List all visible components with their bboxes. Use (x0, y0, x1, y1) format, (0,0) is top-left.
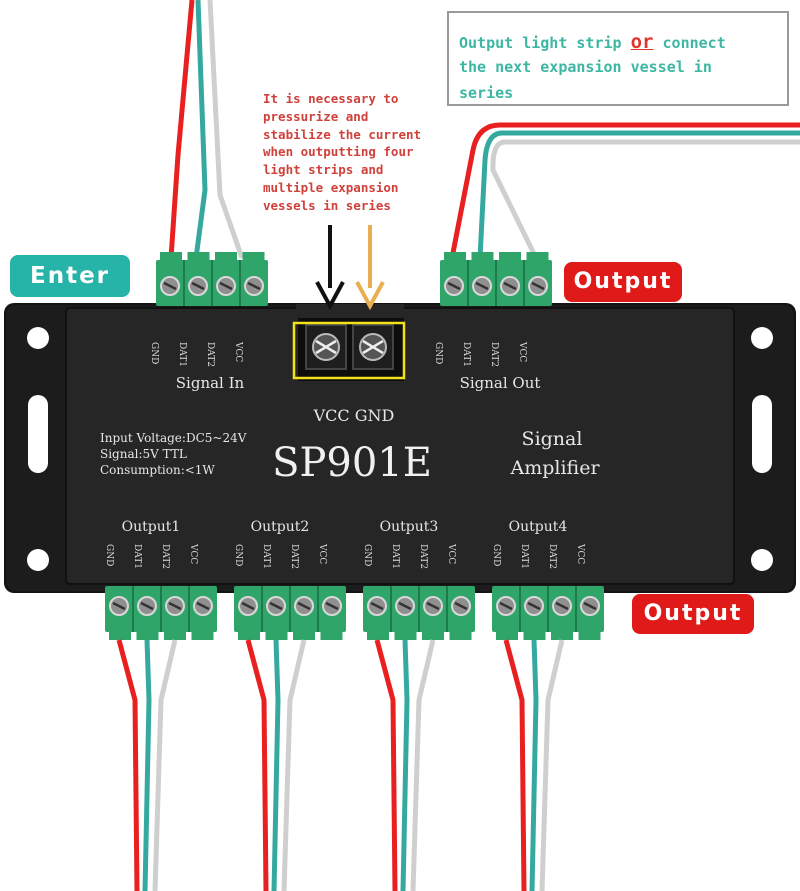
output-wires-1 (116, 639, 178, 891)
output-label-1: Output1 (122, 519, 181, 535)
spec-voltage: Input Voltage:DC5~24V (100, 431, 247, 445)
output-badge-bottom: Output (632, 594, 754, 634)
warning-line: multiple expansion (263, 179, 399, 195)
output-badge-top: Output (564, 262, 682, 302)
output-terminal-2 (234, 586, 346, 640)
signal-in-label: Signal In (176, 374, 245, 392)
pin-label-gnd: GND (149, 342, 159, 364)
device-name-line1: Signal (522, 428, 583, 450)
mount-hole-bottom-right (751, 549, 773, 571)
callout-text-a: Output light strip (459, 34, 631, 52)
signal-in-wires (168, 0, 245, 259)
spec-signal: Signal:5V TTL (100, 447, 187, 461)
pin-label-dat1: DAT1 (461, 342, 471, 367)
pin-label-vcc: VCC (446, 543, 456, 564)
pin-label-dat2: DAT2 (160, 544, 170, 569)
mount-slot-left (28, 395, 48, 473)
signal-out-wires (449, 122, 800, 260)
callout-line-3: series (459, 84, 514, 102)
warning-line: vessels in series (263, 197, 391, 213)
callout-line-1: Output light strip or connect (459, 31, 726, 53)
warning-note: It is necessary to pressurize and stabil… (263, 90, 463, 215)
callout-line-2: the next expansion vessel in (459, 58, 712, 76)
pin-label-dat1: DAT1 (132, 544, 142, 569)
output-terminal-3 (363, 586, 475, 640)
callout-box: Output light strip or connect the next e… (447, 11, 789, 106)
warning-line: It is necessary to (263, 91, 399, 106)
pin-label-gnd: GND (104, 544, 114, 566)
mount-hole-top-left (27, 327, 49, 349)
pin-label-gnd: GND (433, 342, 443, 364)
black-arrow (315, 225, 345, 311)
pin-label-dat2: DAT2 (205, 342, 215, 367)
pin-label-dat2: DAT2 (418, 544, 428, 569)
mount-hole-top-right (751, 327, 773, 349)
pin-label-vcc: VCC (188, 543, 198, 564)
output-wires-3 (374, 639, 436, 891)
spec-consumption: Consumption:<1W (100, 463, 215, 477)
callout-text-b: connect (653, 34, 726, 52)
output-wires-4 (503, 639, 565, 891)
pin-label-dat1: DAT1 (261, 544, 271, 569)
pin-label-gnd: GND (362, 544, 372, 566)
device-name-line2: Amplifier (509, 457, 600, 479)
pin-label-dat2: DAT2 (289, 544, 299, 569)
power-terminal (298, 318, 404, 381)
mount-slot-right (752, 395, 772, 473)
pin-label-dat2: DAT2 (547, 544, 557, 569)
pin-label-vcc: VCC (233, 341, 243, 362)
warning-line: light strips and (263, 162, 384, 178)
pin-label-gnd: GND (491, 544, 501, 566)
callout-or: or (630, 31, 654, 53)
warning-line: when outputting four (263, 144, 414, 160)
warning-line: stabilize the current (263, 126, 422, 142)
orange-arrow (355, 225, 385, 311)
power-terminal-highlight (292, 321, 406, 380)
output-wires-2 (245, 639, 307, 891)
enter-badge: Enter (10, 255, 130, 297)
model-name: SP901E (272, 440, 432, 486)
output-label-3: Output3 (380, 519, 439, 535)
pin-label-gnd: GND (233, 544, 243, 566)
output-terminal-4 (492, 586, 604, 640)
output-label-2: Output2 (251, 519, 310, 535)
pin-label-dat1: DAT1 (519, 544, 529, 569)
output-terminal-1 (105, 586, 217, 640)
pin-label-vcc: VCC (575, 543, 585, 564)
output-label-4: Output4 (509, 519, 568, 535)
signal-in-terminal (156, 252, 268, 306)
mount-hole-bottom-left (27, 549, 49, 571)
pin-label-dat2: DAT2 (489, 342, 499, 367)
power-label: VCC GND (313, 406, 395, 425)
pin-label-dat1: DAT1 (390, 544, 400, 569)
warning-line: pressurize and (263, 108, 369, 124)
pin-label-vcc: VCC (317, 543, 327, 564)
signal-out-terminal (440, 252, 552, 306)
pin-label-dat1: DAT1 (177, 342, 187, 367)
pin-label-vcc: VCC (517, 341, 527, 362)
signal-out-label: Signal Out (460, 374, 541, 392)
